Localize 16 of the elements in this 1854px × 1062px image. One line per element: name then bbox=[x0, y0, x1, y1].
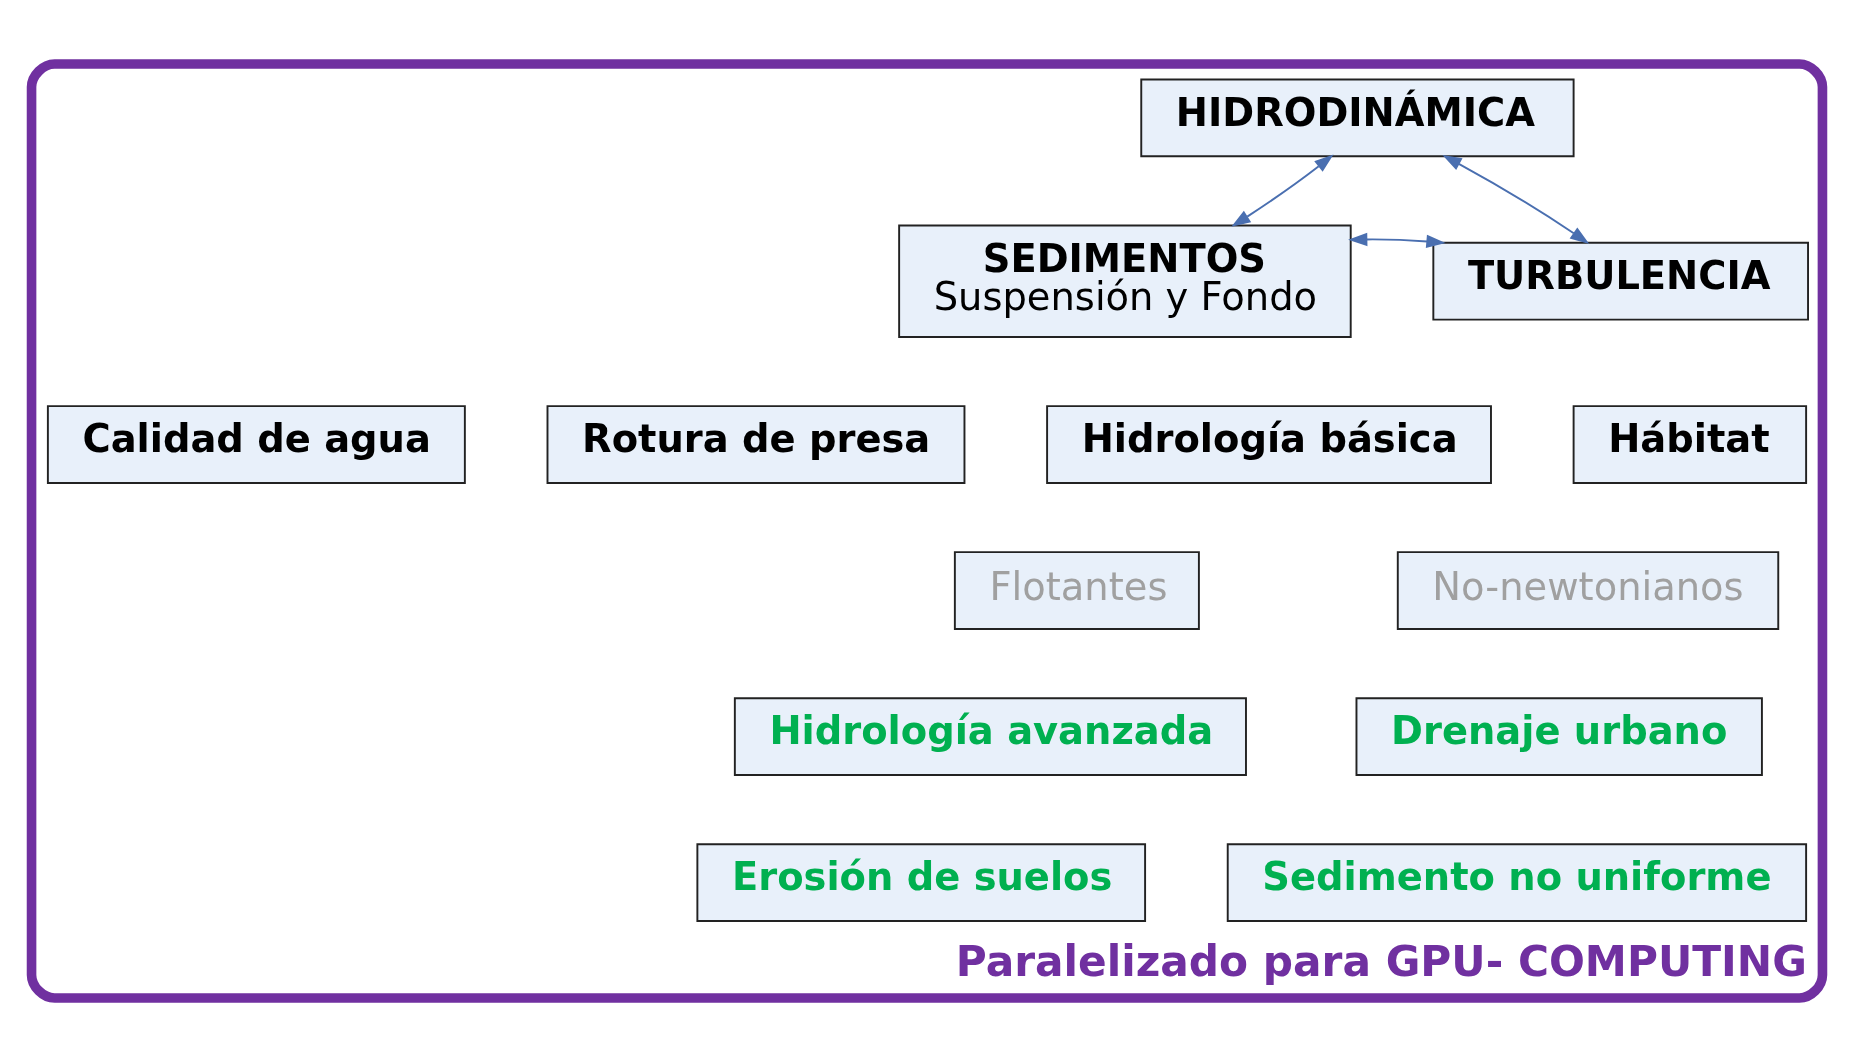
node-box: Hidrología básica bbox=[1046, 405, 1492, 484]
arrow bbox=[1231, 154, 1334, 227]
node-box: Drenaje urbano bbox=[1355, 697, 1763, 776]
node-box: Hidrología avanzada bbox=[733, 697, 1247, 776]
arrow bbox=[1348, 232, 1446, 249]
node-box: SEDIMENTOS Suspensión y Fondo bbox=[898, 224, 1352, 338]
node-box: TURBULENCIA bbox=[1432, 241, 1809, 321]
node-box: Calidad de agua bbox=[46, 405, 466, 484]
node-box: Rotura de presa bbox=[546, 405, 966, 484]
node-box: No-newtonianos bbox=[1396, 551, 1780, 630]
node-box: HIDRODINÁMICA bbox=[1140, 78, 1575, 158]
node-box: Sedimento no uniforme bbox=[1226, 843, 1808, 923]
node-box: Hábitat bbox=[1572, 405, 1808, 484]
arrow bbox=[1442, 155, 1590, 244]
node-box: Erosión de suelos bbox=[696, 843, 1147, 923]
node-box: Flotantes bbox=[953, 551, 1200, 630]
